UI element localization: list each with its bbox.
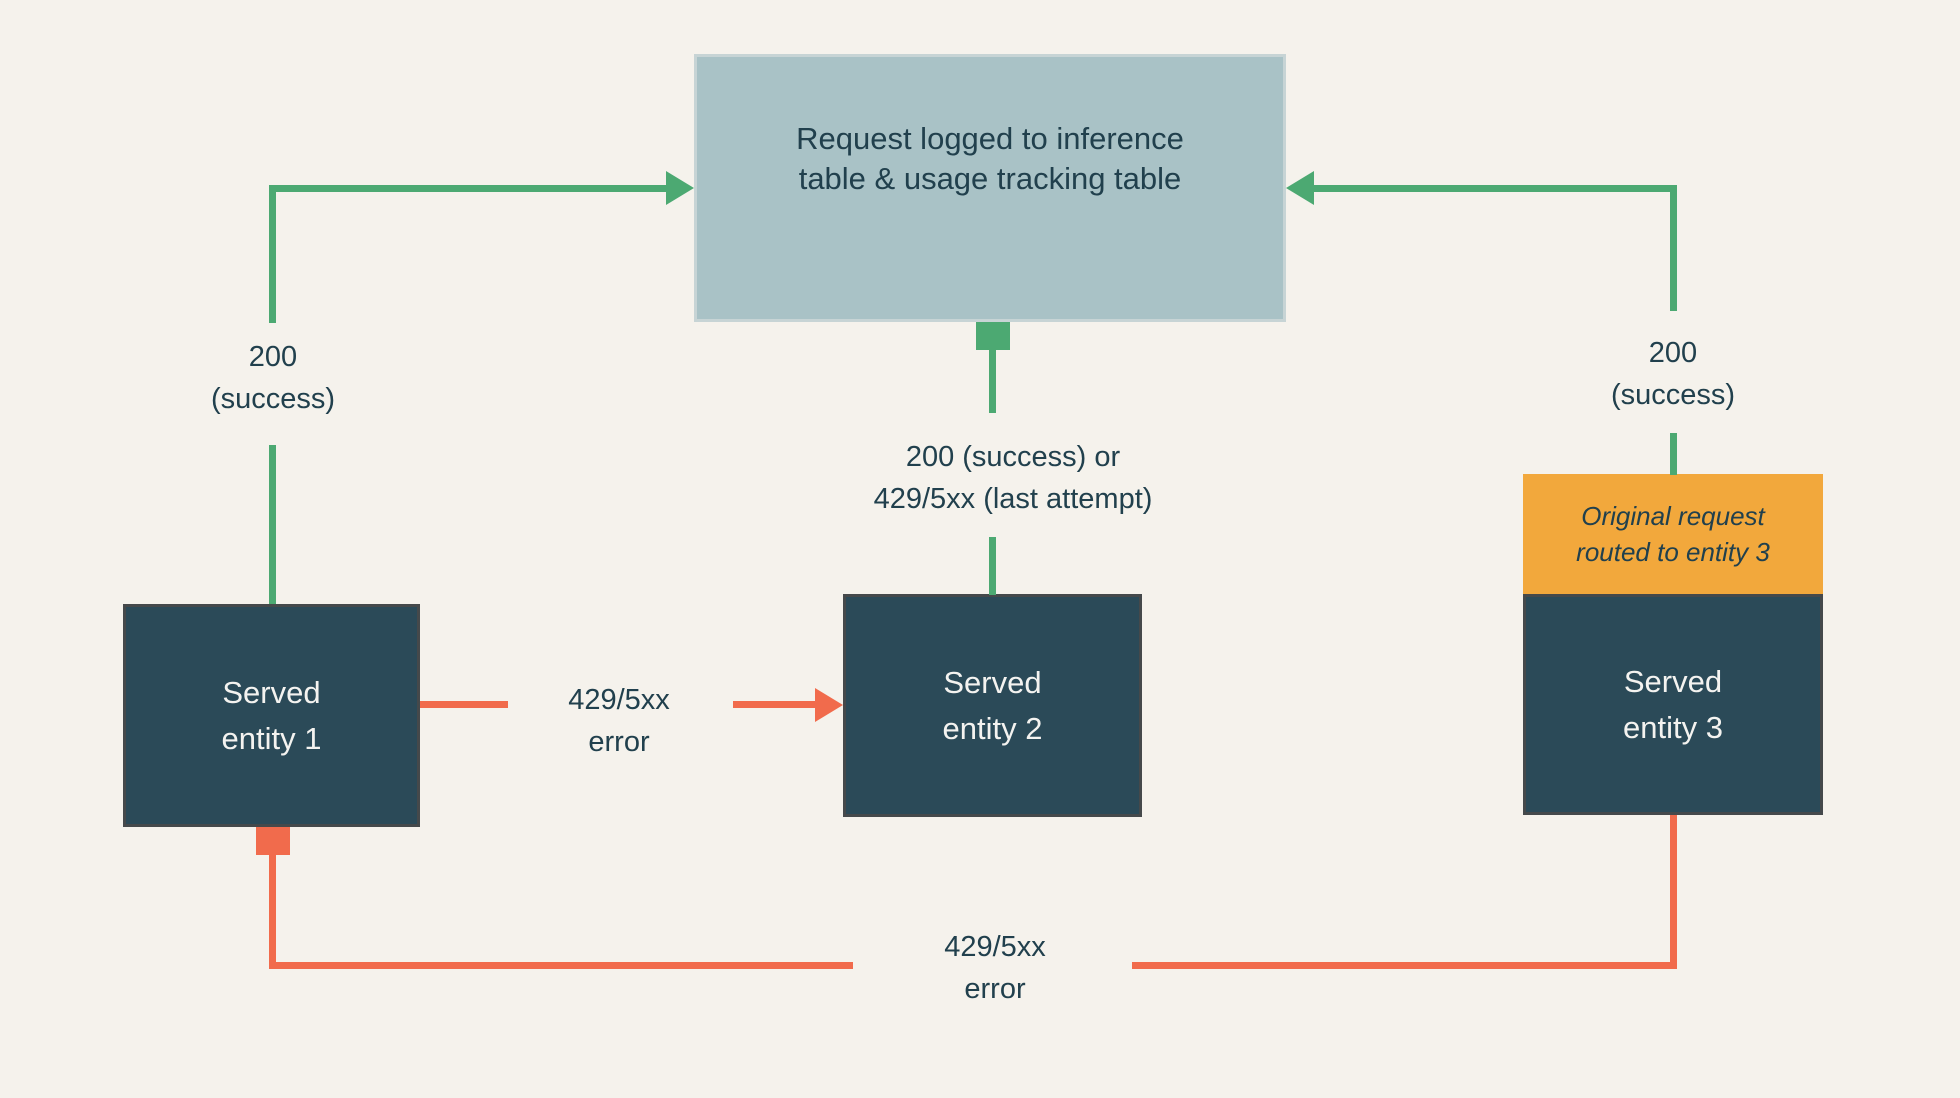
success-line-entity1-vertical-lower <box>269 445 276 604</box>
entity-3-routing-note: Original request routed to entity 3 <box>1523 474 1823 594</box>
success-line-entity3-vertical-lower <box>1670 433 1677 475</box>
entity2-result-label: 200 (success) or 429/5xx (last attempt) <box>873 440 1153 515</box>
error-arrowhead-into-entity2 <box>815 688 843 722</box>
success-arrowhead-into-logbox-right <box>1286 171 1314 205</box>
success-arrowhead-into-logbox-bottom <box>976 322 1010 350</box>
inference-logging-label: Request logged to inference table & usag… <box>796 120 1184 196</box>
success-line-entity1-vertical-upper <box>269 185 276 323</box>
error-entity3-to-1-label: 429/5xx error <box>944 930 1046 1005</box>
error-line-bottom-left <box>269 962 853 969</box>
success-line-entity3-vertical-upper <box>1670 185 1677 311</box>
served-entity-2-box: Served entity 2 <box>843 594 1142 817</box>
served-entity-3-label: Served entity 3 <box>1623 663 1723 745</box>
served-entity-3-box: Served entity 3 <box>1523 594 1823 815</box>
served-entity-1-box: Served entity 1 <box>123 604 420 827</box>
error-arrowhead-into-entity1 <box>256 827 290 855</box>
entity1-success-label: 200 (success) <box>210 340 336 415</box>
error-line-bottom-right <box>1132 962 1677 969</box>
entity-3-routing-note-label: Original request routed to entity 3 <box>1576 500 1770 567</box>
entity3-success-label: 200 (success) <box>1610 336 1736 411</box>
served-entity-2-label: Served entity 2 <box>942 664 1043 746</box>
error-line-entity1-vertical <box>269 851 276 969</box>
success-line-entity2-vertical-lower <box>989 537 996 595</box>
error-line-entity1-to-2-right <box>733 701 818 708</box>
success-line-entity1-horizontal <box>269 185 669 192</box>
success-line-entity3-horizontal <box>1312 185 1677 192</box>
success-arrowhead-into-logbox-left <box>666 171 694 205</box>
error-line-entity1-to-2-left <box>420 701 508 708</box>
error-entity1-to-2-label: 429/5xx error <box>568 683 670 758</box>
success-line-entity2-vertical-upper <box>989 347 996 413</box>
inference-logging-box: Request logged to inference table & usag… <box>694 54 1286 322</box>
served-entity-1-label: Served entity 1 <box>221 674 322 756</box>
error-line-entity3-vertical <box>1670 815 1677 969</box>
